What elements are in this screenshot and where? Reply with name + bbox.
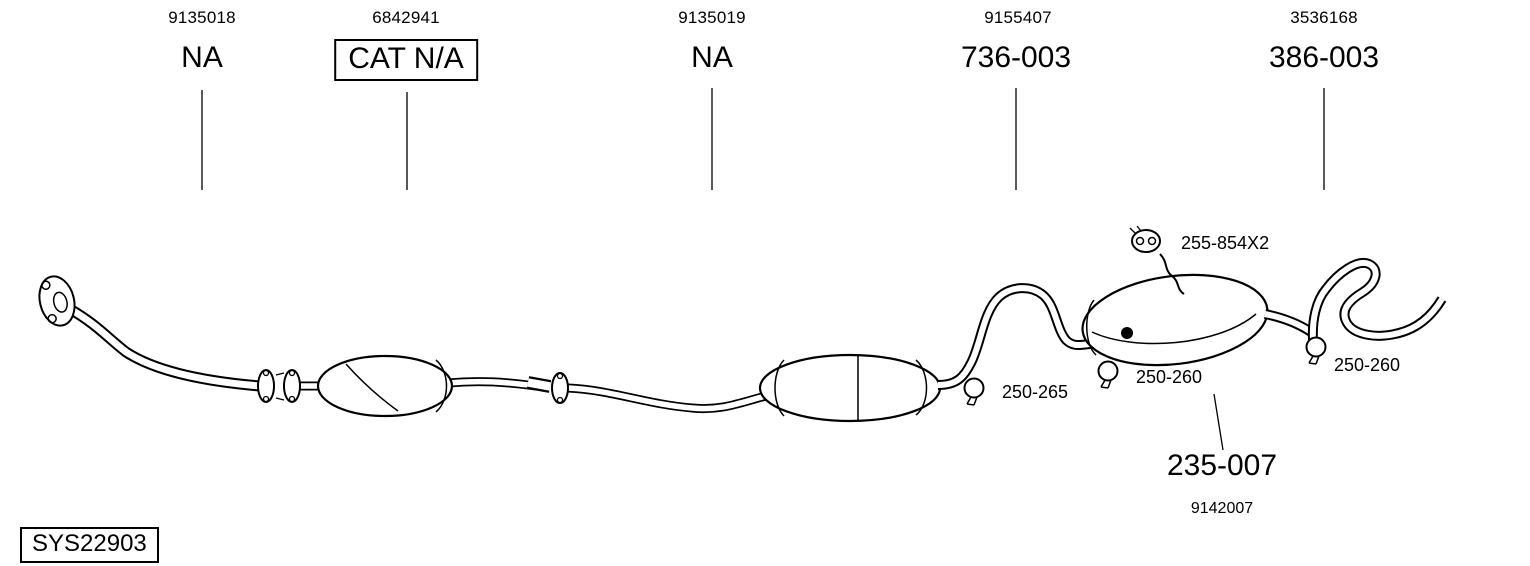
- part-code-catalytic: CAT N/A: [334, 39, 478, 81]
- clamp-icon-250-260-rear: [1097, 360, 1119, 389]
- rear-muffler-part-number: 9142007: [1190, 500, 1254, 517]
- catalytic-converter-drawing: [283, 354, 552, 418]
- part-code-tailpipe: 386-003: [1268, 41, 1380, 74]
- clamp-icons: [963, 336, 1327, 406]
- middle-muffler-drawing: [758, 353, 942, 423]
- part-code-front-pipe: NA: [181, 41, 223, 74]
- callout-clamp-middle: 250-265: [1002, 382, 1069, 402]
- part-code-middle-pipe: NA: [691, 41, 733, 74]
- rear-muffler-code: 235-007: [1166, 449, 1278, 482]
- part-number-middle-pipe: 9135019: [678, 8, 746, 27]
- part-code-middle-muffler: 736-003: [960, 41, 1072, 74]
- part-number-front-pipe: 9135018: [168, 8, 236, 27]
- clamp-icon-250-265: [963, 377, 985, 406]
- tailpipe-drawing: [1307, 258, 1447, 341]
- callout-clamp-tail: 250-260: [1334, 355, 1401, 375]
- part-number-middle-muffler: 9155407: [984, 8, 1052, 27]
- front-pipe-drawing: [38, 275, 285, 403]
- middle-pipe-drawing: [551, 372, 768, 414]
- over-axle-pipe-drawing: [937, 283, 1091, 390]
- callout-clamp-rear: 250-260: [1136, 367, 1203, 387]
- leader-lines: [201, 88, 1325, 451]
- part-number-tailpipe: 3536168: [1290, 8, 1358, 27]
- system-code-box: SYS22903: [20, 527, 159, 563]
- rubber-hanger-icon: [1129, 225, 1161, 253]
- rear-muffler-drawing: [1081, 253, 1314, 367]
- clamp-icon-250-260-tail: [1305, 336, 1327, 365]
- callout-rubber-hanger: 255-854X2: [1181, 233, 1270, 253]
- part-number-catalytic: 6842941: [372, 8, 440, 27]
